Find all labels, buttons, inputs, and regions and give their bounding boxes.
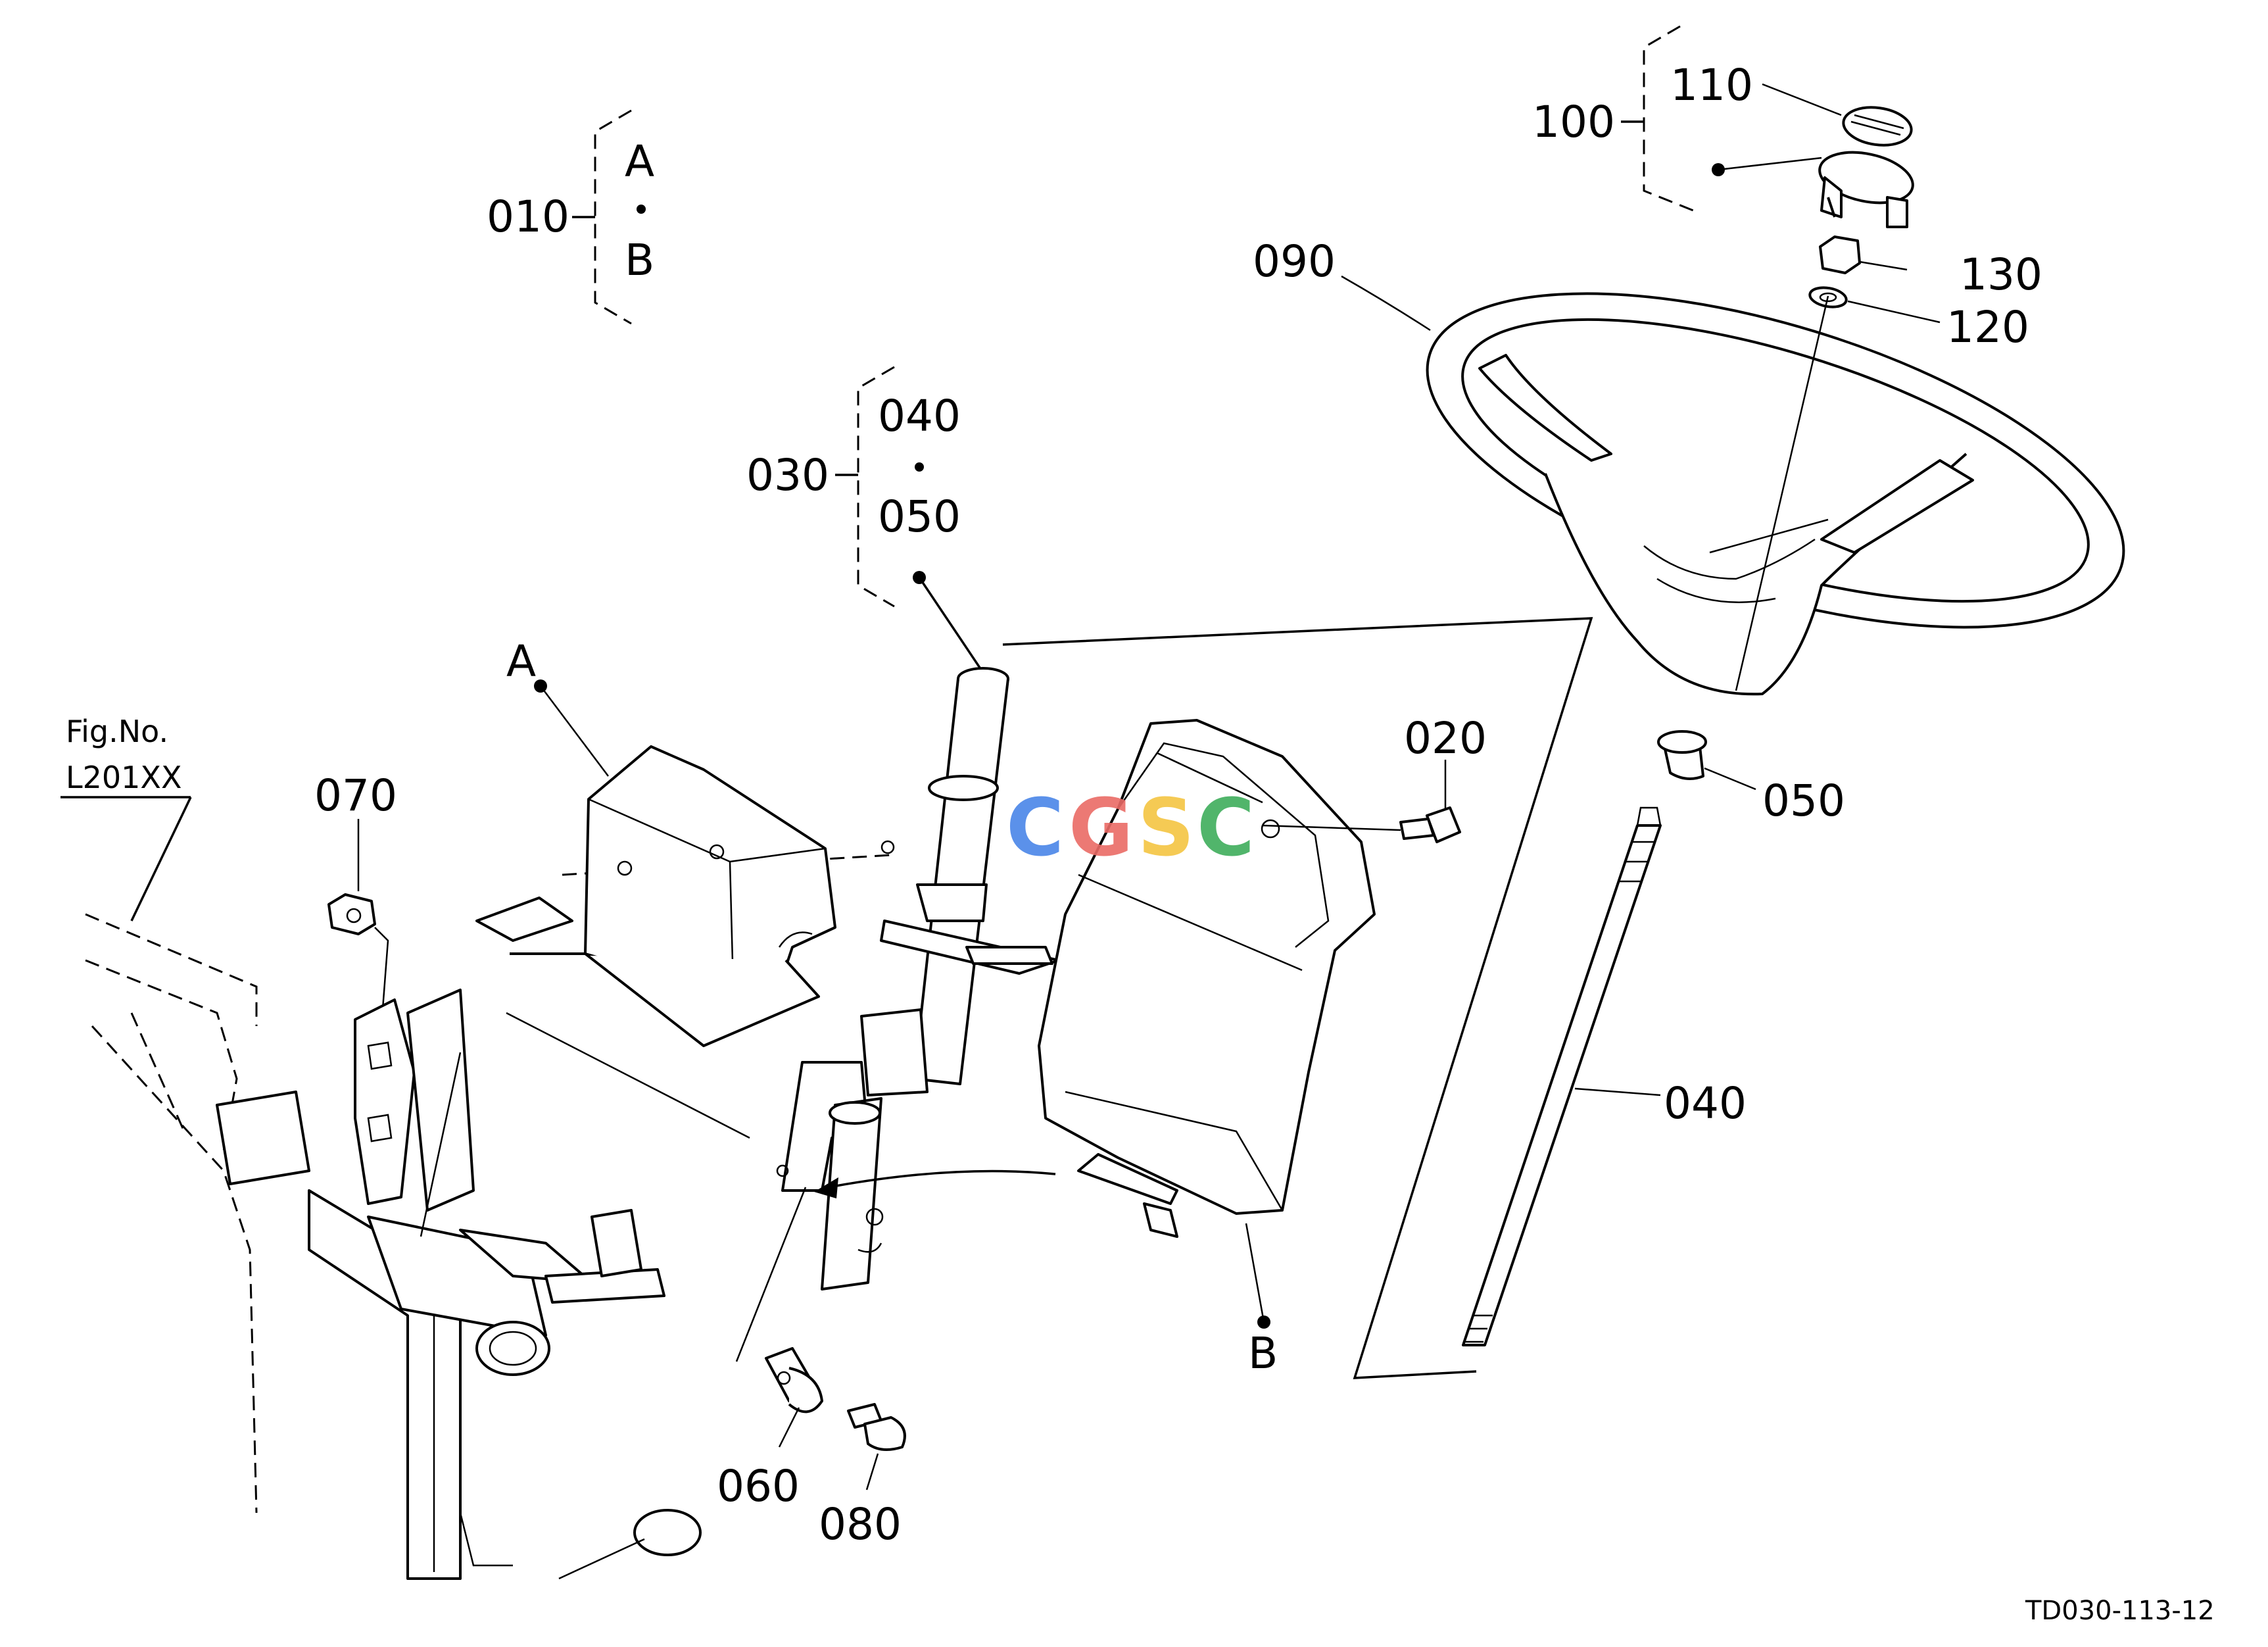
group-030-separator bbox=[915, 462, 924, 472]
callout-020: 020 bbox=[1404, 713, 1487, 764]
group-010-separator bbox=[637, 205, 646, 214]
watermark-letter-1: C bbox=[1006, 783, 1064, 874]
group-030-item-a: 040 bbox=[878, 391, 961, 441]
group-010-item-a: A bbox=[625, 136, 654, 187]
group-100-item-a: 110 bbox=[1670, 60, 1753, 111]
tractor-frame bbox=[85, 913, 750, 1580]
watermark-letter-4: C bbox=[1197, 783, 1255, 874]
group-030-leader bbox=[918, 577, 988, 678]
figure-reference: Fig.No. L201XX bbox=[60, 714, 192, 922]
frame-dash-4 bbox=[130, 1012, 185, 1132]
watermark: C G S C bbox=[1006, 783, 1255, 874]
callout-a: A bbox=[506, 636, 536, 687]
group-010-bracket bbox=[594, 109, 632, 325]
frame-reference-line bbox=[506, 1012, 750, 1139]
drawing-code: TD030-113-12 bbox=[2025, 1596, 2215, 1626]
callout-120: 120 bbox=[1946, 302, 2029, 353]
fig-leader bbox=[130, 797, 192, 922]
frame-dash-1 bbox=[85, 913, 258, 1026]
watermark-letter-2: G bbox=[1069, 783, 1134, 874]
group-100-item-b-leader bbox=[1718, 157, 1822, 171]
group-010-number: 010 bbox=[487, 191, 569, 242]
fig-code: L201XX bbox=[66, 760, 181, 795]
group-100-item-a-leader bbox=[1762, 83, 1842, 116]
callout-060-connector bbox=[735, 1187, 807, 1362]
part-020-bolt: 020 bbox=[1261, 713, 1487, 843]
part-130-nut: 130 bbox=[1819, 235, 2042, 300]
shaft-reference-frame bbox=[1002, 617, 1593, 1379]
callout-a-leader bbox=[540, 685, 609, 777]
group-100-bracket bbox=[1643, 25, 1694, 212]
install-arrow bbox=[828, 1169, 1056, 1189]
wheel-center-axis bbox=[1735, 295, 1829, 691]
part-b-lower-cover: B bbox=[814, 719, 1376, 1379]
group-010: 010 A B bbox=[487, 109, 654, 325]
group-030: 030 040 050 bbox=[746, 366, 988, 678]
callout-080: 080 bbox=[819, 1499, 902, 1550]
callout-040: 040 bbox=[1664, 1078, 1747, 1129]
part-070-nut: 070 bbox=[314, 770, 397, 1027]
group-010-item-b: B bbox=[625, 235, 654, 285]
part-a-upper-cover: A bbox=[475, 636, 836, 1047]
callout-070: 070 bbox=[314, 770, 397, 821]
watermark-letter-3: S bbox=[1138, 783, 1194, 874]
part-040-steering-shaft: 040 bbox=[1462, 806, 1747, 1346]
frame-dash-2 bbox=[85, 959, 238, 1152]
group-030-bracket bbox=[857, 366, 895, 608]
part-050-bushing: 050 bbox=[1657, 730, 1845, 826]
callout-130: 130 bbox=[1960, 249, 2042, 300]
callout-090: 090 bbox=[1253, 236, 1336, 287]
callout-090-leader bbox=[1341, 275, 1431, 332]
group-030-item-b: 050 bbox=[878, 491, 961, 542]
part-030-steering-column bbox=[776, 667, 1060, 1291]
part-080-bolt: 080 bbox=[819, 1403, 906, 1550]
part-120-washer: 120 bbox=[1808, 286, 2029, 353]
fig-label: Fig.No. bbox=[66, 714, 168, 749]
part-060-bracket: 060 bbox=[717, 1187, 823, 1512]
install-arrow-head bbox=[814, 1177, 838, 1198]
callout-b: B bbox=[1248, 1328, 1278, 1379]
callout-b-leader bbox=[1245, 1223, 1265, 1323]
group-100-number: 100 bbox=[1532, 97, 1615, 147]
callout-050: 050 bbox=[1762, 775, 1845, 826]
frame-dash-3 bbox=[91, 1025, 258, 1513]
group-100: 100 110 bbox=[1532, 25, 1842, 212]
group-030-number: 030 bbox=[746, 450, 829, 501]
callout-060: 060 bbox=[717, 1461, 800, 1512]
wheel-cap-emblem bbox=[1842, 106, 1913, 147]
part-090-steering-wheel: 090 bbox=[1253, 236, 2125, 696]
wheel-cap bbox=[1818, 151, 1914, 228]
